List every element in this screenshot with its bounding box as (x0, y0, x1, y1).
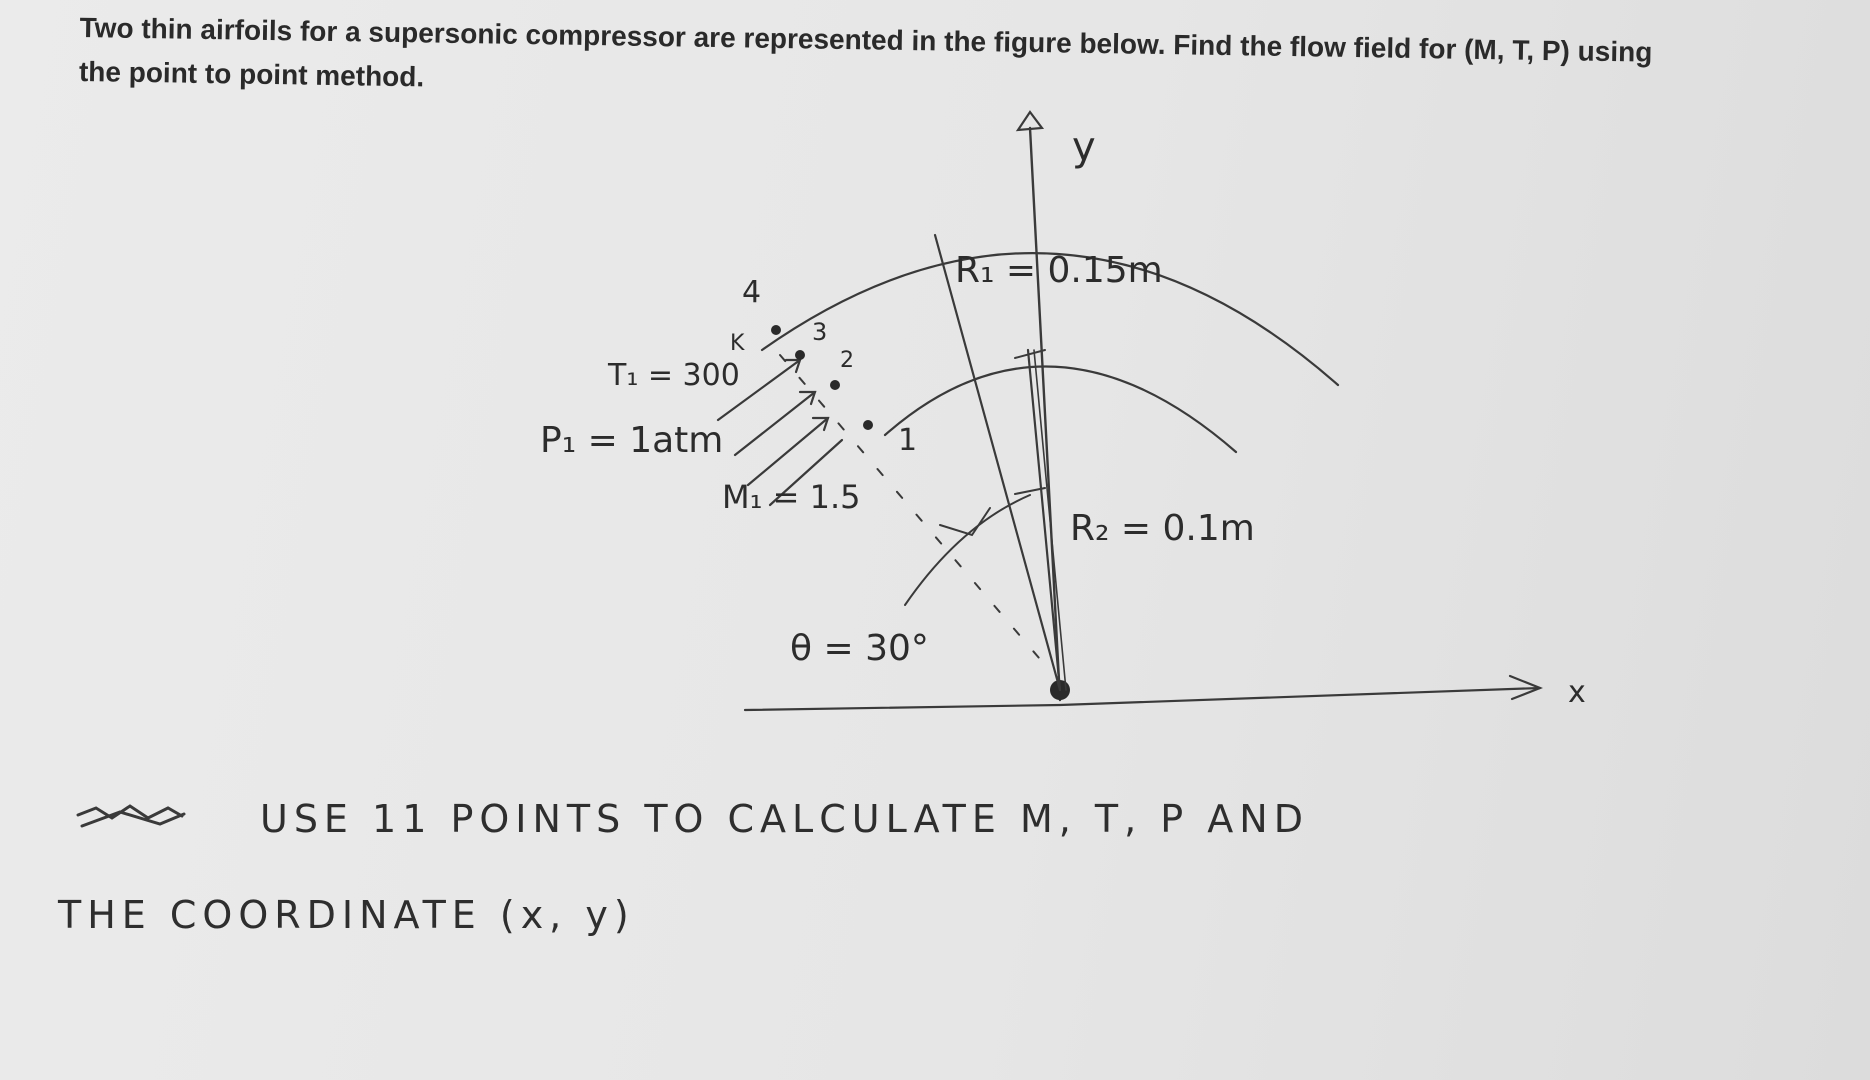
r2-label: R₂ = 0.1m (1070, 508, 1255, 549)
scribble-mark (76, 804, 186, 828)
point-4-marker (771, 325, 781, 335)
p1-label: P₁ = 1atm (540, 420, 723, 461)
y-axis-line (1028, 126, 1062, 702)
m1-label: M₁ = 1.5 (722, 478, 860, 516)
point-3-marker (795, 350, 805, 360)
radius-r1-line (933, 233, 1062, 692)
y-axis-label: y (1072, 124, 1096, 170)
point-label-4: 4 (742, 275, 761, 310)
t1-label: T₁ = 300 (607, 358, 740, 393)
point-label-k: K (730, 331, 745, 356)
theta-arc (904, 494, 1031, 606)
point-1-marker (863, 420, 873, 430)
y-axis-arrowhead (1015, 110, 1045, 132)
theta-arc-arrow (939, 507, 991, 537)
point-label-1: 1 (898, 423, 917, 458)
x-axis-line (743, 686, 1542, 712)
r1-label: R₁ = 0.15m (955, 250, 1163, 291)
flow-arrow-4 (768, 438, 844, 507)
point-label-3: 3 (812, 318, 827, 346)
point-2-marker (830, 380, 840, 390)
theta-label: θ = 30° (790, 628, 929, 669)
flow-arrow-2 (733, 390, 817, 457)
dashed-leading-line (779, 354, 1046, 666)
x-axis-arrowhead (1508, 674, 1543, 701)
note-line-1: USE 11 POINTS TO CALCULATE M, T, P AND (260, 797, 1309, 841)
middle-arc-r2 (883, 365, 1238, 454)
radius-r2-line (1026, 348, 1062, 692)
note-line-2: THE COORDINATE (x, y) (57, 893, 635, 937)
radius-tick-inner (1014, 487, 1046, 495)
flow-arrow-3 (746, 416, 830, 487)
outer-arc-r1 (760, 252, 1340, 387)
flow-arrow-1 (716, 358, 802, 422)
point-label-2: 2 (840, 348, 854, 373)
x-axis-label: x (1568, 675, 1586, 710)
radius-tick-r2 (1014, 349, 1046, 359)
